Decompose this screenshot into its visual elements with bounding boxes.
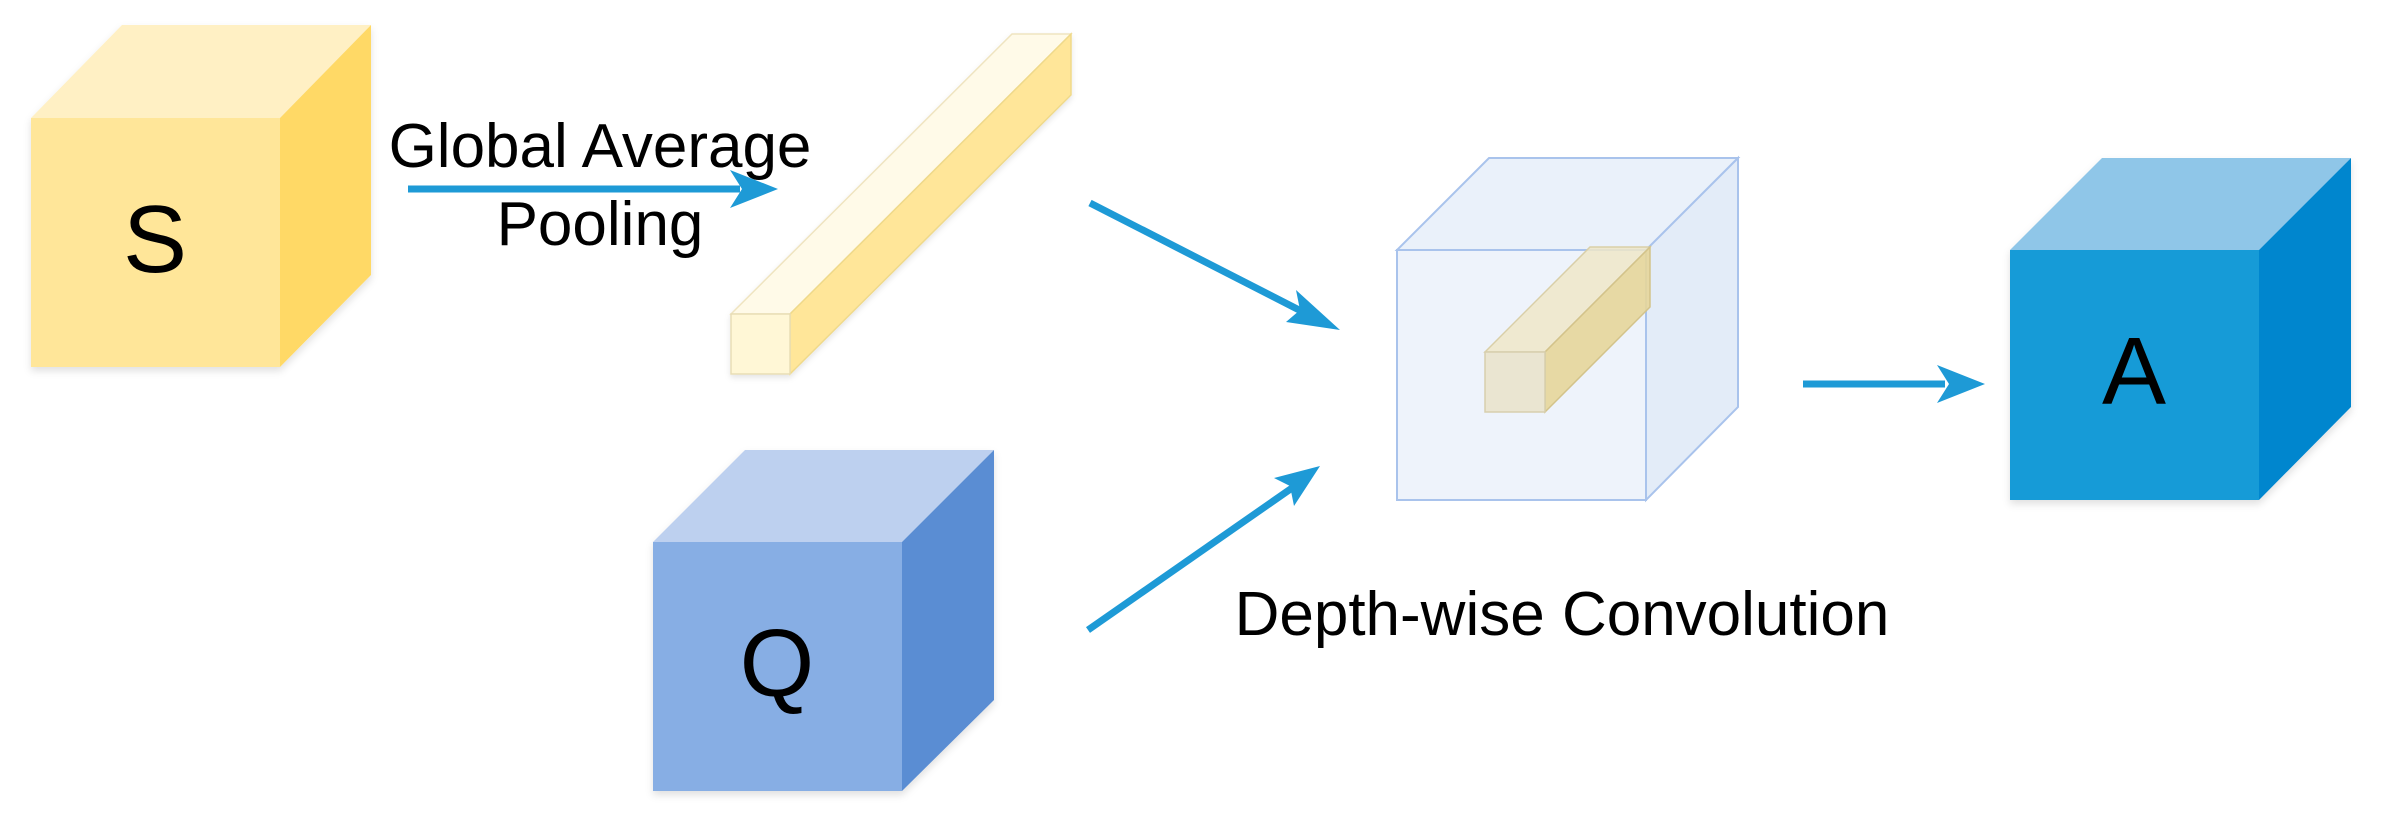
cube-s-top [31,25,371,118]
cube-s-front [31,118,280,367]
cube-s-label: S [123,186,187,293]
cube-a-label: A [2102,318,2166,425]
arrow-conv-to-a [1803,365,1985,403]
cube-a-top [2010,158,2351,250]
conv-volume [1394,155,1741,503]
gap-label-line2: Pooling [497,190,704,259]
conv-kernel-front [1484,351,1546,413]
conv-kernel [1483,245,1652,414]
pooled-vector-front [730,313,791,375]
cube-q-side [902,450,994,791]
arrow-q-to-conv [1086,466,1320,633]
cube-q-front [653,542,902,791]
dwconv-label: Depth-wise Convolution [1235,580,1890,649]
cube-a-front [2010,250,2259,500]
arrow-pooling [408,170,778,208]
cube-s-side [280,25,371,367]
pooled-vector [729,32,1073,376]
cube-s [31,25,371,367]
cube-a-side [2259,158,2351,500]
pooled-vector-side [789,32,1072,376]
cube-q-top [653,450,994,542]
cube-q-label: Q [740,610,815,717]
arrow-vector-to-conv [1088,199,1340,330]
cube-a [2010,158,2351,500]
gap-label-line1: Global Average [389,112,812,181]
cube-q [653,450,994,791]
